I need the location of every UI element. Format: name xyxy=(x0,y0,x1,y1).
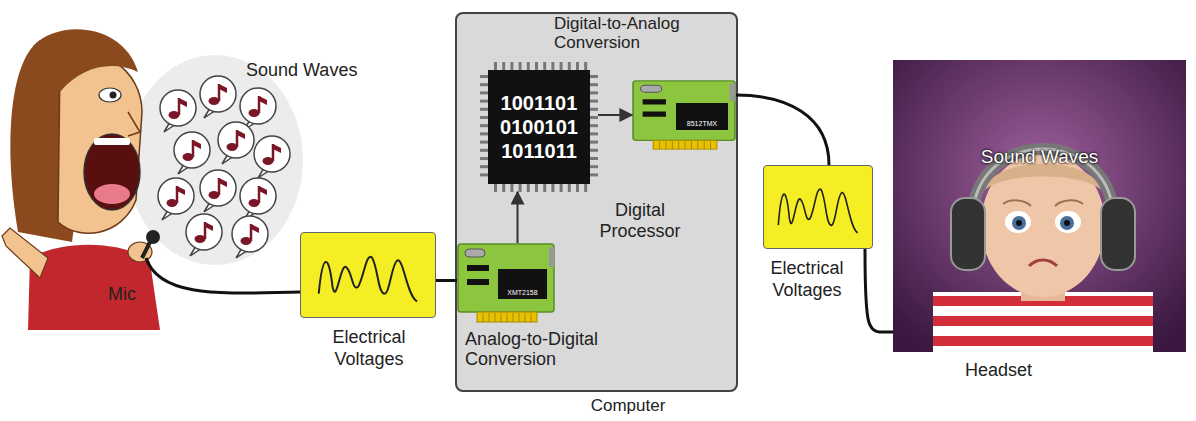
signal-cable xyxy=(436,279,457,282)
signal-box: Electrical Voltages xyxy=(300,232,436,318)
signal-box: Electrical Voltages xyxy=(763,165,873,249)
converter-card: 8512TMXDigital-to-Analog Conversion xyxy=(632,80,736,150)
node-label: Analog-to-Digital Conversion xyxy=(465,329,645,369)
headset-label: Headset xyxy=(965,360,1032,382)
converter-card: XMT2158Analog-to-Digital Conversion xyxy=(457,243,555,323)
node-label: Computer xyxy=(573,397,683,416)
photo-caption-holder: Sound Waves xyxy=(893,146,1186,169)
signal-cable xyxy=(736,95,829,165)
waveform xyxy=(764,166,872,248)
node-label: Electrical Voltages xyxy=(314,327,424,370)
node-label-holder: Digital Processor xyxy=(580,200,700,241)
headset-label-holder: Headset xyxy=(965,360,1032,382)
waveform-art xyxy=(764,166,872,248)
binary-data: 1001101 0100101 1011011 xyxy=(496,91,582,163)
node-label-holder: Computer xyxy=(573,397,683,416)
node-label-holder: Analog-to-Digital Conversion xyxy=(465,329,645,369)
baby-photo xyxy=(893,60,1186,352)
chip-marking: 8512TMX xyxy=(687,120,717,130)
listener-photo: Sound Waves xyxy=(893,60,1186,352)
flow-arrow xyxy=(598,114,632,116)
mic-label-holder: Mic xyxy=(108,284,136,306)
mic-label: Mic xyxy=(108,284,136,306)
chip-marking: XMT2158 xyxy=(507,289,537,299)
waveform xyxy=(301,233,435,317)
node-label-holder: Digital-to-Analog Conversion xyxy=(554,14,724,52)
flow-arrow xyxy=(517,192,519,243)
binary-data-holder: 1001101 0100101 1011011 xyxy=(488,70,590,184)
chip-marking-holder: XMT2158 xyxy=(498,269,547,299)
sound-label-holder: Sound Waves xyxy=(246,60,357,82)
processor-chip: 1001101 0100101 1011011Digital Processor xyxy=(480,62,598,192)
node-label: Digital Processor xyxy=(580,200,700,241)
baby-photo-art xyxy=(893,60,1186,352)
node-label: Electrical Voltages xyxy=(759,258,855,301)
signal-cable xyxy=(865,249,893,332)
node-label-holder: Electrical Voltages xyxy=(314,327,424,370)
photo-caption: Sound Waves xyxy=(893,146,1186,169)
sound-label: Sound Waves xyxy=(246,60,357,82)
node-label: Digital-to-Analog Conversion xyxy=(554,14,724,52)
chip-marking-holder: 8512TMX xyxy=(676,103,728,130)
waveform-art xyxy=(301,233,435,317)
node-label-holder: Electrical Voltages xyxy=(759,258,855,301)
computer-box: Computer1001101 0100101 1011011Digital P… xyxy=(455,12,738,392)
